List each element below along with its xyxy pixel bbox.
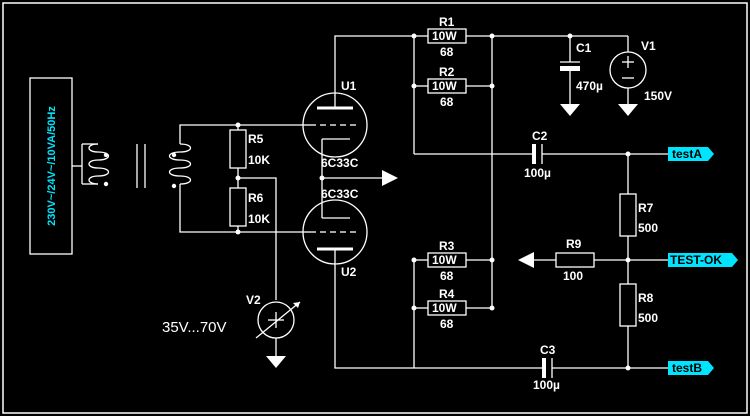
r3-power: 10W [432, 253, 457, 267]
r4-value: 68 [440, 317, 454, 331]
r8-value: 500 [638, 311, 658, 325]
r4-ref: R4 [439, 287, 455, 301]
r7-ref: R7 [638, 201, 654, 215]
resistor-r9 [555, 252, 595, 268]
r8-ref: R8 [638, 291, 654, 305]
v2-value: 35V...70V [162, 319, 227, 336]
primary-coil [88, 143, 110, 185]
r2-power: 10W [432, 79, 457, 93]
port-test-b-label: testB [672, 361, 702, 375]
port-test-a [668, 147, 714, 161]
c3-value: 100µ [533, 378, 560, 392]
r1-power: 10W [432, 29, 457, 43]
c2-ref: C2 [532, 129, 548, 143]
c2-value: 100µ [524, 166, 551, 180]
ground-symbol [266, 356, 286, 368]
r1-value: 68 [440, 45, 454, 59]
voltage-source-v1 [609, 36, 647, 116]
capacitor-c2 [532, 144, 543, 164]
r5-ref: R5 [248, 132, 264, 146]
voltage-source-v2 [255, 301, 301, 368]
resistor-r7 [619, 193, 637, 237]
port-test-ok [668, 253, 738, 267]
u2-type: 6C33C [321, 187, 359, 201]
c1-value: 470µ [576, 79, 603, 93]
secondary-coil [168, 143, 192, 185]
r3-ref: R3 [439, 239, 455, 253]
r6-ref: R6 [248, 191, 264, 205]
r2-value: 68 [440, 95, 454, 109]
r1-ref: R1 [439, 15, 455, 29]
port-test-b [668, 361, 714, 375]
capacitor-c1 [560, 36, 580, 116]
u2-ref: U2 [341, 265, 357, 279]
port-test-a-label: testA [672, 147, 702, 161]
v1-value: 150V [644, 89, 672, 103]
cathode-output-arrow [382, 170, 398, 186]
variable-arrow [255, 301, 301, 339]
r6-value: 10K [248, 212, 270, 226]
tube-u2 [302, 199, 368, 265]
r5-value: 10K [248, 153, 270, 167]
u1-ref: U1 [341, 79, 357, 93]
r2-ref: R2 [439, 65, 455, 79]
resistor-r8 [619, 283, 637, 327]
r9-ref: R9 [566, 237, 582, 251]
u1-type: 6C33C [321, 156, 359, 170]
transformer-rating-label: 230V~/24V~/10VA/50Hz [46, 106, 58, 226]
c1-ref: C1 [576, 41, 592, 55]
resistor-r5 [229, 129, 247, 169]
v1-ref: V1 [641, 39, 656, 53]
capacitor-c3 [542, 358, 553, 378]
tube-u1 [302, 92, 368, 158]
test-ok-arrow [518, 252, 534, 268]
port-test-ok-label: TEST-OK [670, 253, 722, 267]
r4-power: 10W [432, 301, 457, 315]
r9-value: 100 [563, 269, 583, 283]
r3-value: 68 [440, 269, 454, 283]
c3-ref: C3 [540, 343, 556, 357]
r7-value: 500 [638, 221, 658, 235]
v2-ref: V2 [246, 293, 261, 307]
resistor-r6 [229, 187, 247, 227]
transformer: 230V~/24V~/10VA/50Hz [29, 77, 192, 255]
